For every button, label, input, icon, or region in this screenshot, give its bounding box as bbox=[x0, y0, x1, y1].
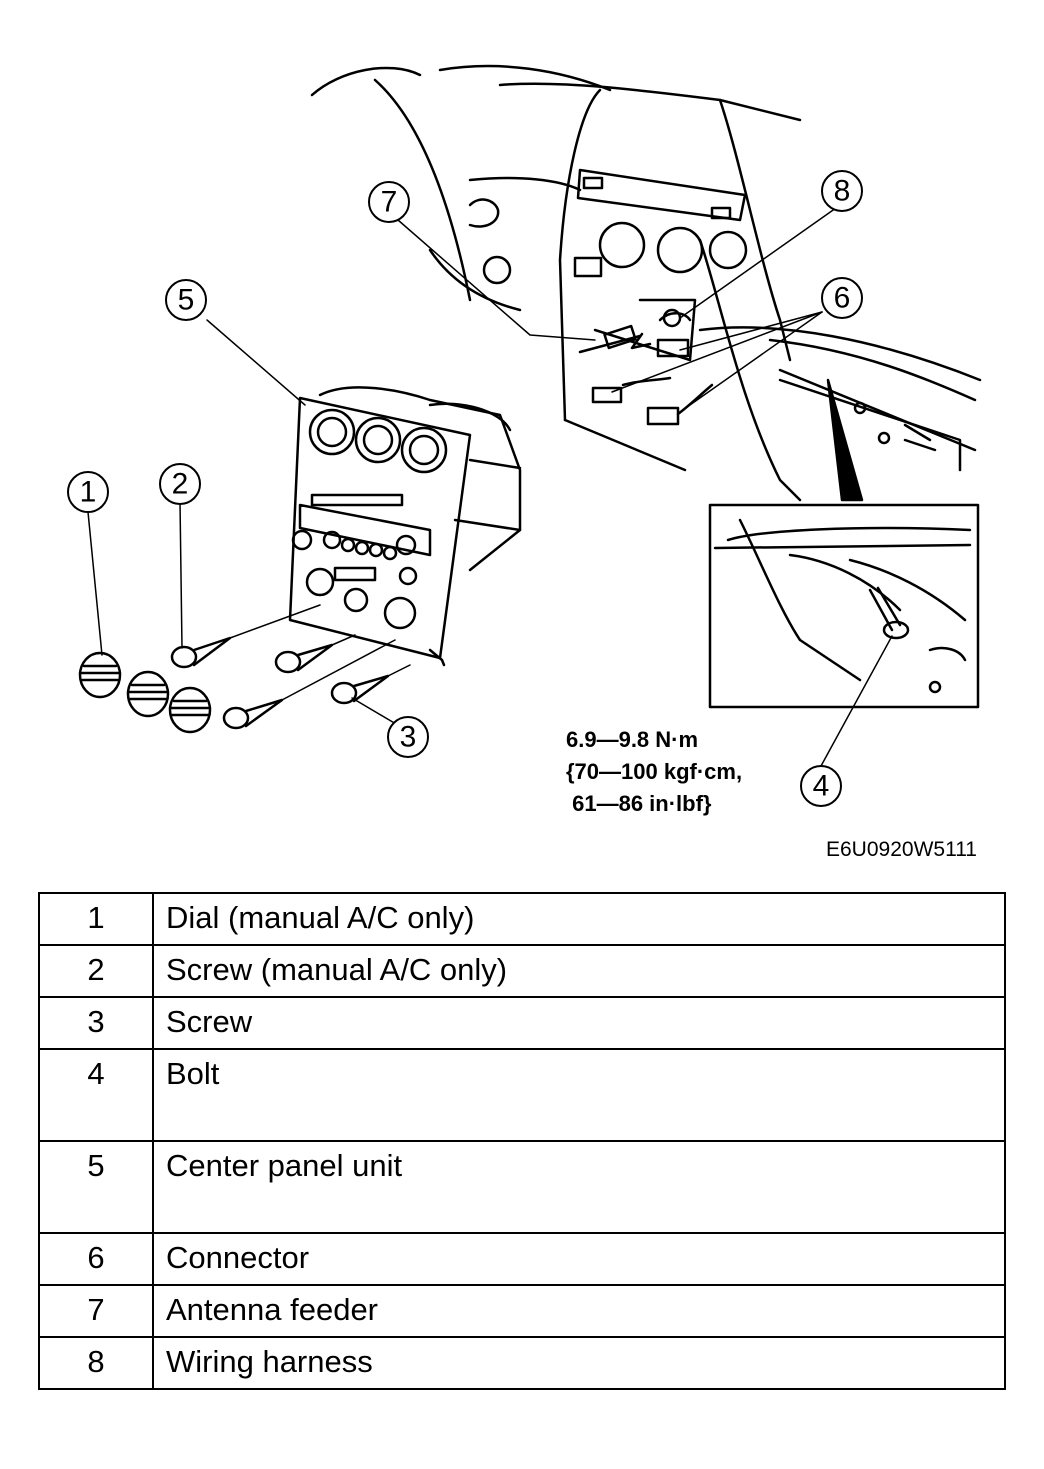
callout-8: 8 bbox=[821, 170, 863, 212]
detail-pointer bbox=[826, 378, 864, 502]
dashboard-center-opening bbox=[573, 168, 748, 426]
callout-5: 5 bbox=[165, 279, 207, 321]
table-row: 6 Connector bbox=[38, 1232, 1006, 1286]
callout-2: 2 bbox=[159, 463, 201, 505]
svg-text:5: 5 bbox=[178, 284, 195, 317]
part-number: 2 bbox=[38, 944, 154, 998]
svg-text:6: 6 bbox=[834, 282, 851, 315]
part-name: Screw (manual A/C only) bbox=[152, 944, 1006, 998]
guide-line bbox=[331, 634, 356, 646]
exploded-view-diagram: 1 2 3 4 5 6 7 8 bbox=[67, 64, 982, 807]
callout-1: 1 bbox=[67, 471, 109, 513]
table-row: 8 Wiring harness bbox=[38, 1336, 1006, 1390]
guide-line bbox=[387, 664, 411, 677]
part-name: Wiring harness bbox=[152, 1336, 1006, 1390]
part-number: 8 bbox=[38, 1336, 154, 1390]
parts-table: 1 Dial (manual A/C only) 2 Screw (manual… bbox=[38, 892, 1006, 1390]
guide-line bbox=[229, 604, 321, 639]
svg-text:4: 4 bbox=[813, 770, 830, 803]
part-number: 1 bbox=[38, 892, 154, 946]
svg-text:7: 7 bbox=[381, 186, 398, 219]
bolt-detail-inset bbox=[708, 503, 980, 709]
part-name: Connector bbox=[152, 1232, 1006, 1286]
callout-7: 7 bbox=[368, 181, 410, 223]
table-row: 3 Screw bbox=[38, 996, 1006, 1050]
center-panel-unit bbox=[288, 386, 522, 667]
svg-text:8: 8 bbox=[834, 175, 851, 208]
dial-knobs bbox=[78, 651, 212, 734]
part-number: 5 bbox=[38, 1140, 154, 1234]
part-name: Screw bbox=[152, 996, 1006, 1050]
torque-line-3: 61—86 in·lbf} bbox=[566, 791, 712, 816]
part-number: 6 bbox=[38, 1232, 154, 1286]
table-row: 7 Antenna feeder bbox=[38, 1284, 1006, 1338]
part-name: Dial (manual A/C only) bbox=[152, 892, 1006, 946]
svg-text:3: 3 bbox=[400, 721, 417, 754]
dashboard-outline bbox=[310, 64, 982, 502]
torque-spec: 6.9—9.8 N·m {70—100 kgf·cm, 61—86 in·lbf… bbox=[566, 724, 742, 820]
callout-3: 3 bbox=[387, 716, 429, 758]
table-row: 1 Dial (manual A/C only) bbox=[38, 892, 1006, 946]
table-row: 5 Center panel unit bbox=[38, 1140, 1006, 1234]
part-number: 3 bbox=[38, 996, 154, 1050]
callout-4: 4 bbox=[800, 765, 842, 807]
dashboard-right-panel bbox=[778, 378, 962, 472]
part-number: 4 bbox=[38, 1048, 154, 1142]
torque-line-2: {70—100 kgf·cm, bbox=[566, 759, 743, 784]
part-number: 7 bbox=[38, 1284, 154, 1338]
svg-text:2: 2 bbox=[172, 468, 189, 501]
torque-line-1: 6.9—9.8 N·m bbox=[566, 727, 699, 752]
callout-6: 6 bbox=[821, 277, 863, 319]
figure-code: E6U0920W5111 bbox=[826, 838, 977, 861]
leader-lines bbox=[87, 207, 893, 767]
table-row: 4 Bolt bbox=[38, 1048, 1006, 1142]
guide-line bbox=[281, 639, 396, 701]
table-row: 2 Screw (manual A/C only) bbox=[38, 944, 1006, 998]
part-name: Antenna feeder bbox=[152, 1284, 1006, 1338]
part-name: Center panel unit bbox=[152, 1140, 1006, 1234]
svg-text:1: 1 bbox=[80, 476, 97, 509]
part-name: Bolt bbox=[152, 1048, 1006, 1142]
